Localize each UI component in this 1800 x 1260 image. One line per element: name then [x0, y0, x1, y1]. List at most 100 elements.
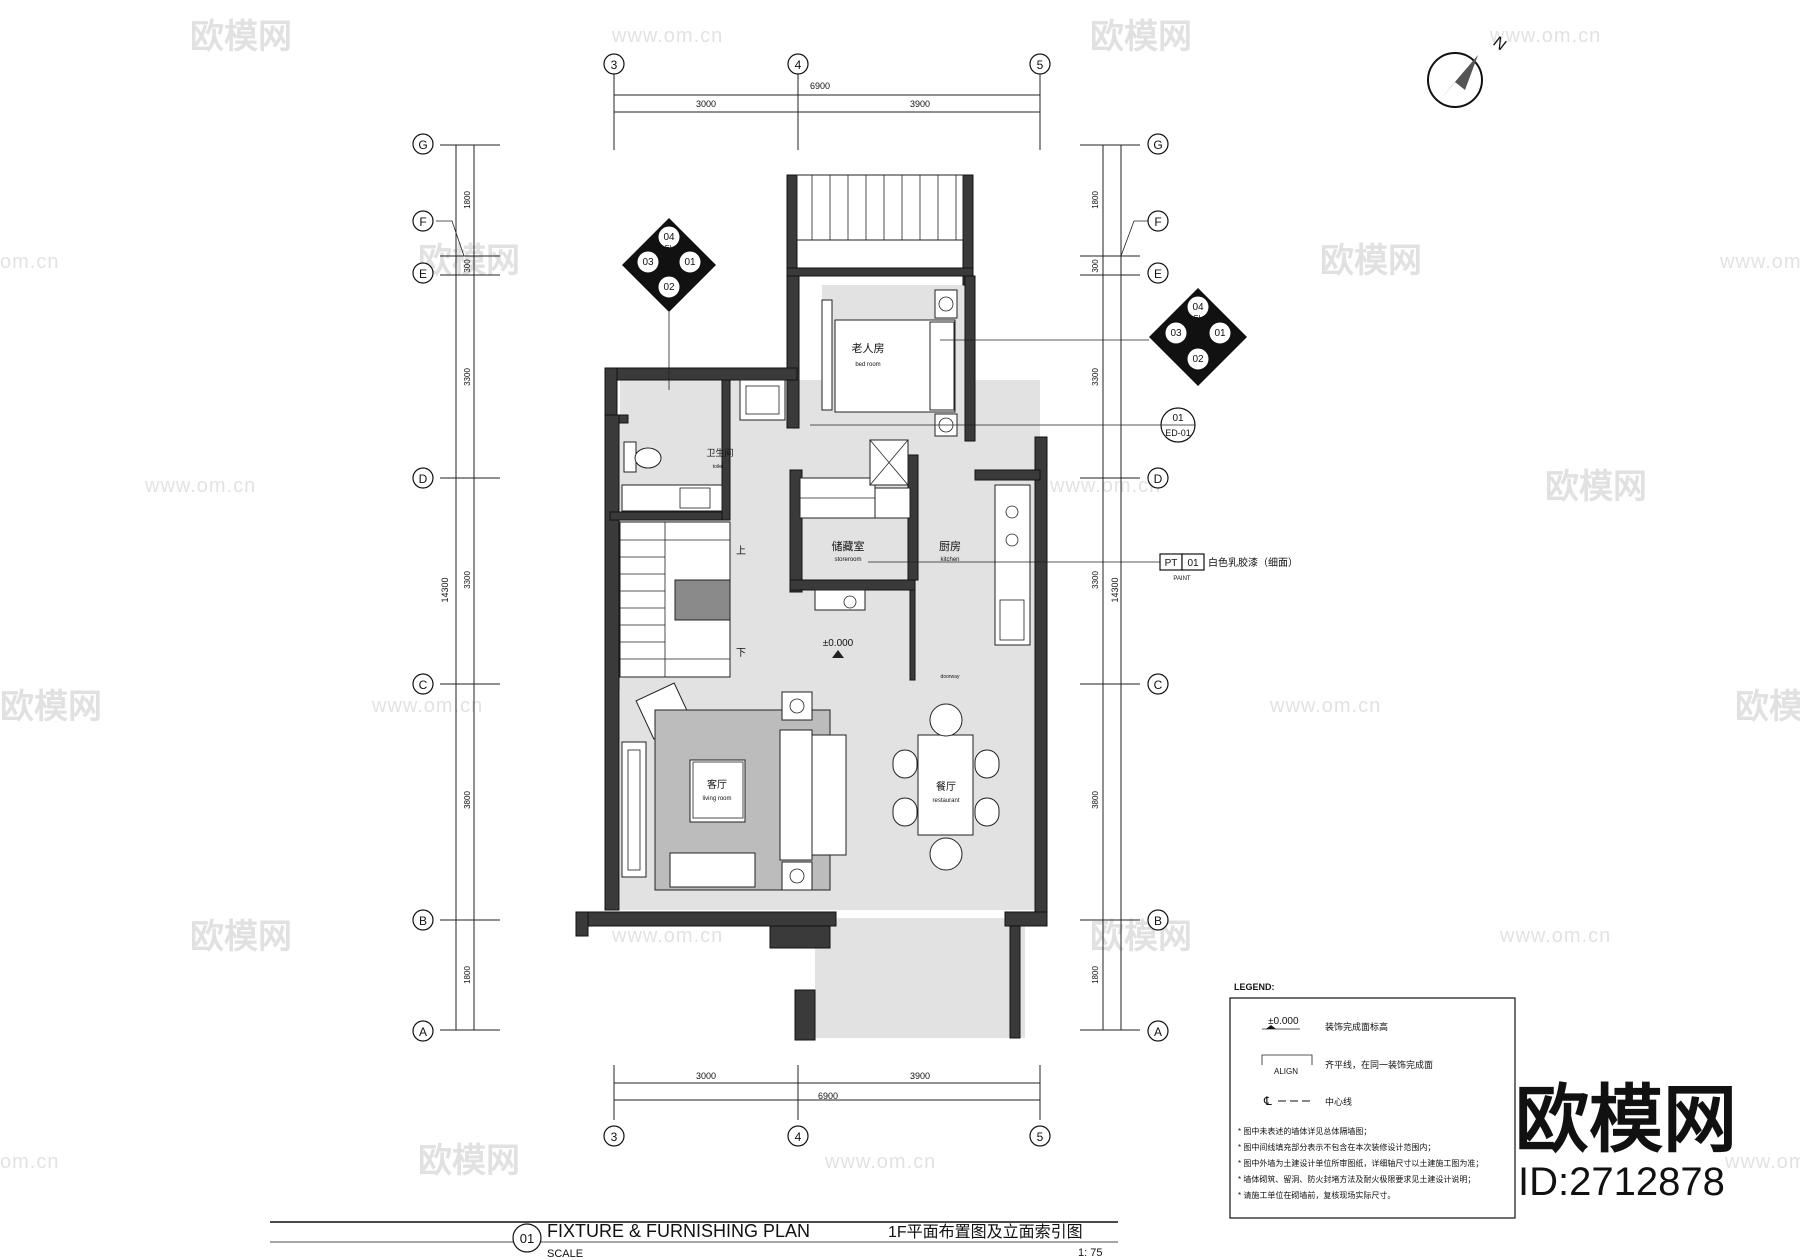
- legend-note-2: * 图中间线填充部分表示不包含在本次装修设计范围内；: [1238, 1142, 1435, 1152]
- index-left-02: 02: [663, 282, 675, 293]
- left-dim-3: 3300: [463, 368, 472, 386]
- axis-bubble-top-3: 3: [611, 58, 618, 72]
- grid-dimension-layer: 6900 3000 3900 3000 3900 6900 14300 1800…: [436, 74, 1148, 1120]
- left-dim-1: 1800: [463, 191, 472, 209]
- watermark-url: www.om.cn: [611, 925, 723, 947]
- legend-level-symbol: ±0.000: [1268, 1016, 1299, 1027]
- room-labels: 老人房 bed room 卫生间 toilet 储藏室 storeroom 厨房…: [692, 342, 961, 819]
- floor-level-label: ±0.000: [823, 638, 854, 649]
- axis-bubble-bottom-4: 4: [795, 1130, 802, 1144]
- detail-index-num: 01: [1172, 413, 1184, 424]
- scale-value: 1: 75: [1078, 1247, 1102, 1259]
- room-label-toilet-en: toilet: [713, 464, 724, 470]
- index-left-03: 03: [642, 257, 654, 268]
- right-dim-4: 3300: [1091, 571, 1100, 589]
- title-en: FIXTURE & FURNISHING PLAN: [547, 1221, 810, 1241]
- stair-down-label: 下: [736, 648, 746, 659]
- legend-note-3: * 图中外墙为土建设计单位所审图纸，详细轴尺寸以土建施工图为准；: [1238, 1158, 1483, 1168]
- left-dim-5: 3800: [463, 791, 472, 809]
- watermark-brand: 欧模网: [190, 918, 292, 956]
- watermark-url: www.om.cn: [824, 1151, 936, 1173]
- room-label-dining: 餐厅: [936, 780, 956, 793]
- index-left-04: 04: [663, 232, 675, 243]
- right-dim-5: 3800: [1091, 791, 1100, 809]
- axis-bubble-right-G: G: [1153, 138, 1162, 152]
- watermark-url-fragment: om.cn: [0, 1151, 59, 1173]
- index-right-02: 02: [1192, 354, 1204, 365]
- legend-center-symbol: ℄: [1263, 1094, 1272, 1108]
- legend-panel: LEGEND: ±0.000 装饰完成面标高 ALIGN 齐平线，在同一装饰完成…: [1229, 982, 1516, 1219]
- watermark-url: www.om.cn: [371, 695, 483, 717]
- bottom-dim-2: 3900: [910, 1071, 930, 1081]
- north-arrow: N: [1427, 34, 1509, 108]
- top-dim-1: 3000: [696, 99, 716, 109]
- room-label-living: 客厅: [707, 778, 727, 791]
- watermark-brand: 欧模网: [1090, 918, 1192, 956]
- watermark-brand: 欧模网: [1090, 18, 1192, 56]
- watermark-brand: 欧模网: [1320, 242, 1422, 280]
- watermark-brand: 欧模网: [418, 1142, 520, 1180]
- axis-bubble-top-4: 4: [795, 58, 802, 72]
- room-label-storeroom: 储藏室: [832, 539, 865, 553]
- axis-bubble-right-A: A: [1154, 1025, 1162, 1039]
- legend-note-4: * 墙体砌筑、留洞、防火封堵方法及耐火极限要求见土建设计说明；: [1238, 1174, 1475, 1184]
- watermark-brand: 欧模网: [190, 18, 292, 56]
- right-total-dim: 14300: [1110, 577, 1120, 602]
- room-label-bedroom: 老人房: [852, 342, 885, 355]
- elevation-index-left: 04 03 01 02 1F-EL-02: [622, 218, 716, 390]
- watermark-url: www.om.cn: [1269, 695, 1381, 717]
- room-label-toilet: 卫生间: [706, 447, 733, 458]
- legend-title: LEGEND:: [1234, 982, 1275, 992]
- detail-index: 01 ED-01: [810, 407, 1196, 443]
- bottom-dim-1: 3000: [696, 1071, 716, 1081]
- watermark-url: www.om.cn: [144, 475, 256, 497]
- index-left-01: 01: [684, 257, 696, 268]
- room-label-bedroom-en: bed room: [855, 362, 880, 368]
- watermark-brand: 欧模网: [1735, 688, 1800, 726]
- top-dim-2: 3900: [910, 99, 930, 109]
- watermark-brand: 欧模网: [418, 242, 520, 280]
- left-dim-6: 1800: [463, 966, 472, 984]
- room-label-storeroom-en: storeroom: [834, 557, 861, 563]
- index-right-01: 01: [1214, 328, 1226, 339]
- room-label-living-en: living room: [702, 796, 731, 802]
- right-dim-6: 1800: [1091, 966, 1100, 984]
- title-number: 01: [520, 1231, 534, 1246]
- axis-bubble-right-B: B: [1154, 914, 1162, 928]
- doorway-label: doorway: [941, 674, 960, 680]
- right-dim-2: 300: [1091, 259, 1100, 273]
- axis-bubble-left-F: F: [419, 215, 426, 229]
- legend-level-desc: 装饰完成面标高: [1325, 1021, 1388, 1032]
- legend-note-1: * 图中未表述的墙体详见总体隔墙图；: [1238, 1126, 1371, 1136]
- title-cn: 1F平面布置图及立面索引图: [888, 1223, 1083, 1241]
- axis-bubble-left-C: C: [419, 678, 428, 692]
- scale-label: SCALE: [547, 1248, 583, 1260]
- watermark-url-fragment: om.cn: [0, 251, 59, 273]
- watermark-url: www.om.cn: [1049, 475, 1161, 497]
- legend-center-desc: 中心线: [1325, 1096, 1352, 1107]
- axis-bubble-top-5: 5: [1037, 58, 1044, 72]
- right-dim-1: 1800: [1091, 191, 1100, 209]
- stair-up-label: 上: [736, 545, 746, 557]
- room-label-kitchen: 厨房: [939, 540, 961, 553]
- room-label-kitchen-en: kitchen: [940, 557, 959, 563]
- watermark-brand: 欧模网: [1545, 468, 1647, 506]
- watermark-brand: 欧模网: [0, 688, 102, 726]
- legend-align-desc: 齐平线，在同一装饰完成面: [1325, 1059, 1433, 1070]
- balcony-grille: [796, 174, 964, 241]
- right-dim-3: 3300: [1091, 368, 1100, 386]
- left-dim-4: 3300: [463, 571, 472, 589]
- legend-align-symbol: ALIGN: [1274, 1067, 1298, 1076]
- watermark-url: www.om.cn: [611, 25, 723, 47]
- watermark-big-brand: 欧模网: [1515, 1078, 1737, 1161]
- axis-bubble-bottom-5: 5: [1037, 1130, 1044, 1144]
- axis-bubble-left-D: D: [419, 472, 428, 486]
- axis-bubble-left-G: G: [418, 138, 427, 152]
- detail-index-ref: ED-01: [1165, 428, 1191, 438]
- paint-tag-label: PAINT: [1173, 576, 1191, 582]
- watermark-url: www.om.cn: [1724, 1151, 1800, 1173]
- axis-bubble-right-F: F: [1154, 215, 1161, 229]
- paint-tag-code: PT: [1165, 558, 1178, 569]
- watermark-url: www.om.cn: [1499, 925, 1611, 947]
